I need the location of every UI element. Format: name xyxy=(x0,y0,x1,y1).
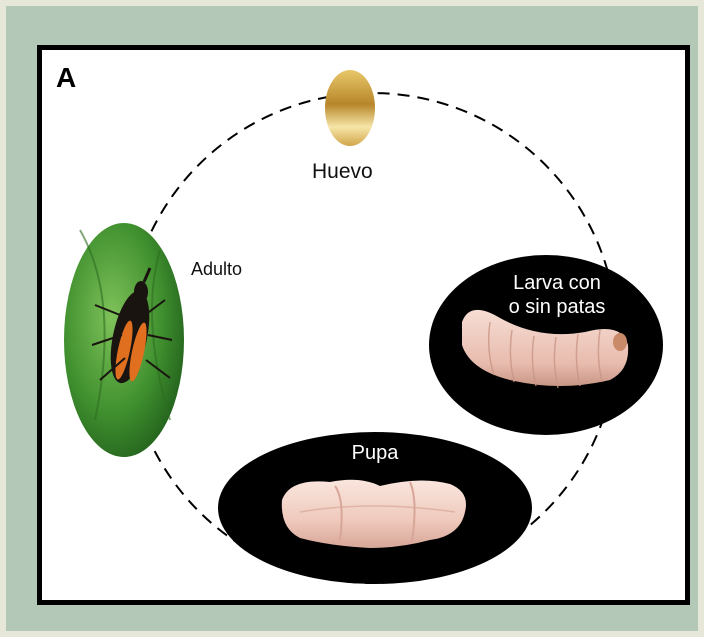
larva-label: Larva con o sin patas xyxy=(492,271,622,319)
larva-label-line1: Larva con xyxy=(492,271,622,295)
pupa-label: Pupa xyxy=(340,441,410,465)
panel-letter: A xyxy=(56,62,76,94)
adult-image xyxy=(64,223,184,457)
egg-image xyxy=(325,70,375,146)
larva-label-line2: o sin patas xyxy=(492,295,622,319)
egg-label: Huevo xyxy=(312,160,373,184)
adult-label: Adulto xyxy=(191,259,242,280)
